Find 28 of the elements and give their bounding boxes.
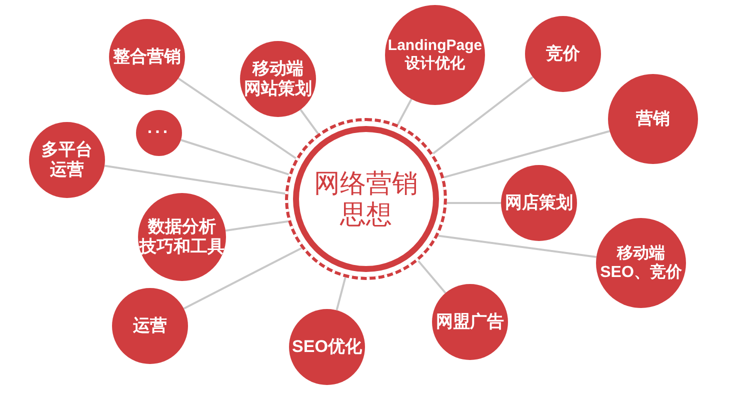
topic-label: 移动端网站策划: [244, 58, 312, 100]
topic-label: 数据分析技巧和工具: [140, 216, 224, 258]
topic-label: 竞价: [546, 44, 580, 64]
connector-line: [444, 130, 610, 178]
topic-label: SEO优化: [292, 336, 362, 358]
connector-line: [183, 247, 302, 310]
hub-label: 网络营销思想: [314, 168, 418, 230]
topic-label: 运营: [133, 316, 167, 336]
topic-label: ...: [147, 118, 171, 138]
topic-label: 移动端SEO、竞价: [600, 244, 682, 282]
connector-line: [178, 78, 296, 160]
connector-line: [396, 98, 412, 125]
connector-line: [300, 109, 319, 134]
connector-line: [104, 164, 286, 195]
connector-line: [418, 260, 446, 294]
connector-line: [225, 220, 288, 232]
connector-line: [438, 234, 597, 258]
topic-label: 整合营销: [113, 46, 181, 68]
connector-line: [180, 139, 290, 176]
topic-label: LandingPage设计优化: [388, 37, 482, 73]
connector-line: [336, 277, 346, 311]
topic-label: 网盟广告: [436, 312, 504, 332]
topic-label: 多平台运营: [42, 140, 92, 180]
topic-label: 营销: [636, 108, 670, 130]
topic-label: 网店策划: [505, 192, 573, 214]
topic-circle: [136, 110, 182, 156]
connector-line: [446, 202, 501, 204]
connector-line: [432, 76, 534, 154]
